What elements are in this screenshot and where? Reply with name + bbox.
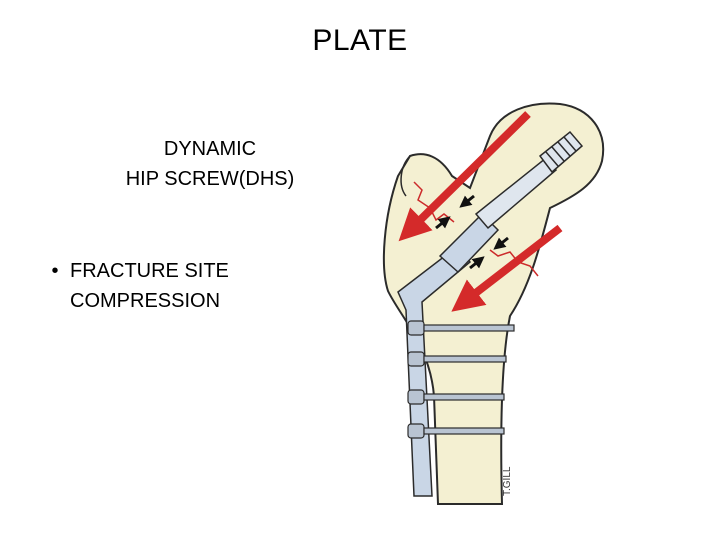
bullet-marker: • (51, 260, 59, 282)
subtitle-line-dynamic: DYNAMIC (163, 138, 257, 160)
compression-arrows-black (435, 194, 509, 270)
subtitle-line-hip-screw: HIP SCREW(DHS) (125, 168, 295, 190)
trochanter-outline (400, 155, 411, 197)
dhs-barrel (438, 212, 500, 274)
bullet-line-compression: COMPRESSION (70, 290, 221, 312)
cortical-screws (407, 320, 515, 439)
bullet-text: FRACTURE SITE COMPRESSION (70, 256, 229, 316)
compression-arrows-red (398, 111, 563, 312)
bullet-item: • FRACTURE SITE COMPRESSION (40, 256, 229, 316)
dhs-femur-illustration: T.GILL (382, 102, 605, 505)
slide-title: PLATE (312, 24, 408, 57)
bullet-list: • FRACTURE SITE COMPRESSION (40, 256, 229, 316)
subtitle-block: DYNAMIC HIP SCREW(DHS) (100, 134, 320, 194)
lag-screw-shaft (474, 156, 558, 230)
bullet-line-fracture-site: FRACTURE SITE (70, 260, 229, 282)
artist-signature: T.GILL (502, 466, 513, 496)
lag-screw-threads (538, 130, 584, 174)
